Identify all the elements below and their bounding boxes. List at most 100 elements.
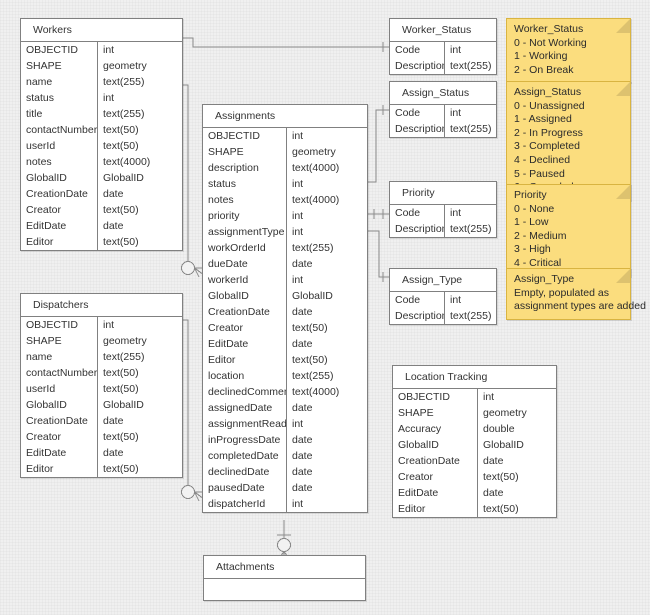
field-name: Code	[390, 42, 445, 58]
field-name: Accuracy	[393, 421, 478, 437]
field-name: name	[21, 349, 98, 365]
note-line: 0 - Unassigned	[514, 99, 585, 112]
field-name: CreationDate	[21, 413, 98, 429]
field-name: OBJECTID	[21, 317, 98, 333]
field-name: notes	[203, 192, 287, 208]
field-type: text(50)	[103, 366, 139, 379]
field-type: date	[292, 449, 313, 462]
field-name: SHAPE	[203, 144, 287, 160]
note-fold-corner-icon	[616, 185, 630, 199]
field-name: workOrderId	[203, 240, 287, 256]
table-row[interactable]: OBJECTID int	[21, 317, 182, 333]
table-attachments-empty-body	[204, 579, 365, 600]
field-type: geometry	[483, 406, 527, 419]
field-type: int	[292, 417, 304, 430]
table-attachments[interactable]: Attachments	[203, 555, 366, 601]
table-location-tracking-title: Location Tracking	[393, 366, 556, 389]
field-name: Code	[390, 292, 445, 308]
field-type: int	[292, 225, 304, 238]
field-type: text(50)	[103, 430, 139, 443]
field-type: int	[103, 318, 115, 331]
field-name: OBJECTID	[393, 389, 478, 405]
field-type: text(50)	[103, 235, 139, 248]
